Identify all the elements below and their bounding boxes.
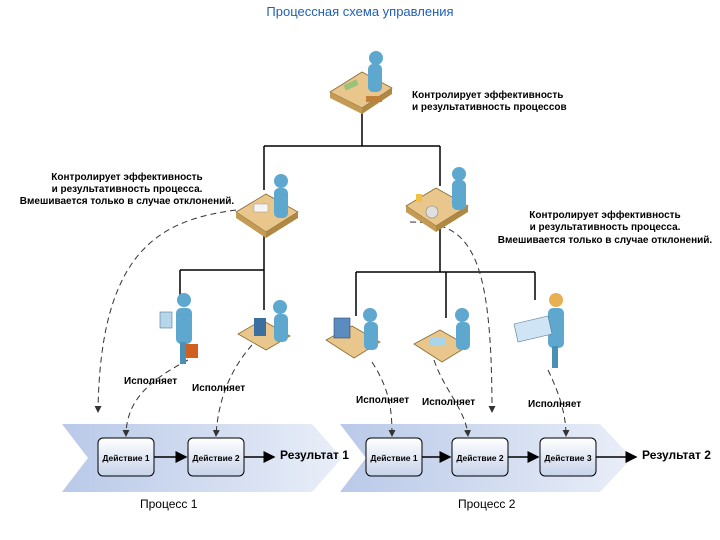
performer-label-3: Исполняет [356,395,410,406]
p2-action-2-label: Действие 2 [456,453,504,463]
manager-right-icon [405,167,469,232]
performer-label-5: Исполняет [528,399,582,410]
performer-computer-icon [237,300,291,351]
process-1-band [62,424,342,492]
p2-action-1-label: Действие 1 [370,453,418,463]
manager-top-icon [329,51,393,114]
page-title: Процессная схема управления [266,4,454,19]
p1-action-1-label: Действие 1 [102,453,150,463]
performer-monitor-icon [325,308,381,359]
top-note-line2: и результативность процессов [412,102,567,113]
p2-action-3-label: Действие 3 [544,453,592,463]
p1-result-label: Результат 1 [280,448,349,462]
process-1-name: Процесс 1 [140,497,198,511]
performer-label-1: Исполняет [124,376,178,387]
p1-action-2-label: Действие 2 [192,453,240,463]
performer-label-4: Исполняет [422,397,476,408]
performer-desk-icon [413,308,470,363]
performer-blueprint-icon [513,293,564,368]
manager-left-icon [235,174,299,238]
left-note-line2: и результативность процесса. [51,184,203,195]
left-note-line1: Контролирует эффективность [51,172,203,183]
top-note-line1: Контролирует эффективность [412,90,564,101]
left-note-line3: Вмешивается только в случае отклонений. [19,196,235,207]
right-note-line1: Контролирует эффективность [529,210,681,221]
right-note-line2: и результативность процесса. [529,222,681,233]
right-note-line3: Вмешивается только в случае отклонений. [497,235,713,246]
performer-label-2: Исполняет [192,383,246,394]
org-tree-lines [179,110,536,318]
process-2-name: Процесс 2 [458,497,516,511]
p2-result-label: Результат 2 [642,448,711,462]
performer-folder-icon [159,293,198,364]
process-2-band [340,424,638,492]
